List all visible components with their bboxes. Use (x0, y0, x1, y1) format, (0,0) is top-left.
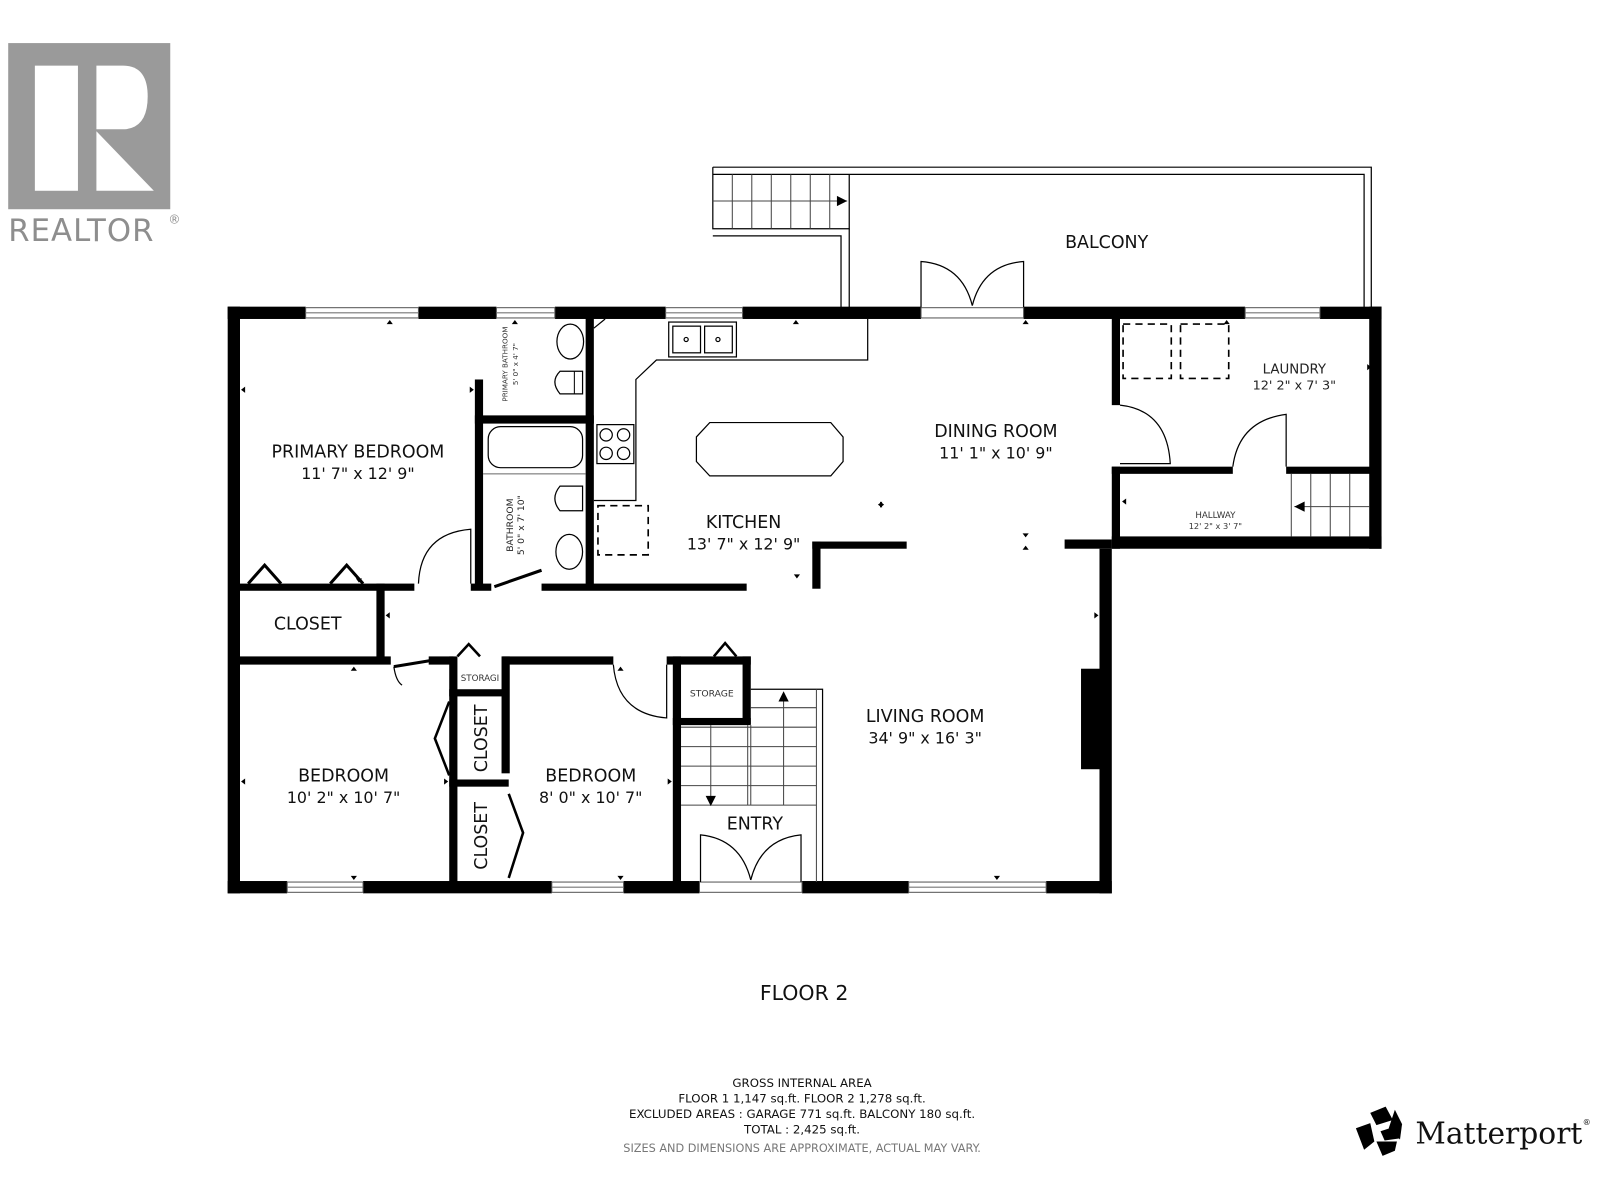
bathtub-icon (487, 426, 584, 469)
room-dims-dining-room: 11' 1" x 10' 9" (939, 443, 1053, 462)
toilet-icon (554, 370, 584, 395)
closet-bifold-door[interactable] (329, 562, 365, 585)
room-label-bathroom: BATHROOM (505, 498, 516, 551)
room-label-bedroom-middle: BEDROOM (545, 767, 636, 787)
room-dims-living-room: 34' 9" x 16' 3" (868, 729, 982, 748)
laundry-door[interactable] (1119, 404, 1171, 465)
realtor-logo: REALTOR ® (8, 43, 181, 249)
washer-placeholder (1122, 323, 1173, 380)
room-laundry: LAUNDRY 12' 2" x 7' 3" (1119, 323, 1336, 467)
room-label-storage: STORAGE (690, 688, 734, 699)
closet-bifold-door[interactable] (247, 562, 283, 585)
room-label-closet-upper: CLOSET (472, 704, 492, 772)
room-label-hallway: HALLWAY (1195, 511, 1236, 521)
room-label-bedroom-left: BEDROOM (298, 767, 389, 787)
room-dims-bedroom-middle: 8' 0" x 10' 7" (539, 788, 642, 807)
stair-down-arrow-icon (705, 795, 716, 807)
realtor-wordmark: REALTOR (8, 213, 154, 249)
room-dims-kitchen: 13' 7" x 12' 9" (687, 535, 801, 554)
room-dining: DINING ROOM 11' 1" x 10' 9" (934, 422, 1057, 463)
area-excluded: EXCLUDED AREAS : GARAGE 771 sq.ft. BALCO… (629, 1107, 975, 1121)
room-label-closet: CLOSET (274, 615, 342, 635)
area-total: TOTAL : 2,425 sq.ft. (743, 1122, 860, 1136)
room-label-dining-room: DINING ROOM (934, 422, 1057, 442)
stair-arrow-icon (1294, 501, 1305, 512)
room-label-primary-bathroom: PRIMARY BATHROOM (501, 327, 510, 402)
room-primary-bedroom: PRIMARY BEDROOM 11' 7" x 12' 9" (247, 442, 472, 585)
matterport-wordmark: Matterport (1415, 1117, 1582, 1152)
stove-icon (596, 424, 635, 465)
room-dims-laundry: 12' 2" x 7' 3" (1253, 379, 1336, 394)
room-primary-bathroom: PRIMARY BATHROOM 5' 0" x 4' 7" (501, 323, 585, 402)
stair-up-arrow-icon (778, 691, 789, 702)
room-label-kitchen: KITCHEN (706, 513, 782, 533)
hallway-door[interactable] (1232, 413, 1287, 467)
area-title: GROSS INTERNAL AREA (732, 1076, 871, 1090)
entry-double-door[interactable] (699, 834, 802, 883)
exterior-walls (227, 306, 1382, 894)
bathroom-door[interactable] (493, 568, 543, 589)
fireplace (1081, 668, 1104, 770)
dimension-markers (241, 320, 1372, 880)
realtor-registered-mark: ® (168, 213, 180, 227)
hallway-stairs (1290, 473, 1370, 537)
room-bedroom-left: BEDROOM 10' 2" x 10' 7" (287, 656, 444, 807)
kitchen-sink-icon (668, 321, 738, 358)
room-closet-main: CLOSET (274, 615, 342, 635)
sink-icon (555, 533, 584, 570)
bedroom-middle-door[interactable] (612, 664, 668, 719)
bedroom-left-door[interactable] (393, 656, 444, 669)
closet-bifold-door[interactable] (433, 701, 451, 776)
room-label-laundry: LAUNDRY (1263, 362, 1327, 377)
room-dims-hallway: 12' 2" x 3' 7" (1189, 521, 1242, 531)
kitchen-island (695, 421, 844, 477)
room-label-primary-bedroom: PRIMARY BEDROOM (272, 442, 445, 462)
room-storage: STORAGE (690, 641, 738, 699)
room-hallway: HALLWAY 12' 2" x 3' 7" (1189, 473, 1370, 537)
main-stairs (681, 688, 824, 883)
area-disclaimer: SIZES AND DIMENSIONS ARE APPROXIMATE, AC… (623, 1142, 981, 1155)
room-dims-bathroom: 5' 0" x 7' 10" (516, 495, 527, 555)
fridge-placeholder (597, 504, 650, 556)
stair-arrow-icon (836, 195, 848, 207)
room-living: LIVING ROOM 34' 9" x 16' 3" (866, 707, 985, 748)
room-label-entry: ENTRY (727, 815, 784, 835)
room-closet-upper: CLOSET (433, 701, 492, 776)
sink-icon (556, 323, 585, 360)
matterport-logo: Matterport ® (1355, 1106, 1591, 1156)
room-dims-primary-bedroom: 11' 7" x 12' 9" (301, 464, 415, 483)
area-summary: GROSS INTERNAL AREA FLOOR 1 1,147 sq.ft.… (623, 1076, 981, 1155)
dryer-placeholder (1179, 323, 1230, 380)
primary-bedroom-door[interactable] (417, 528, 472, 584)
room-dims-bedroom-left: 10' 2" x 10' 7" (287, 788, 401, 807)
room-kitchen: KITCHEN 13' 7" x 12' 9" (593, 318, 869, 556)
room-label-closet-lower: CLOSET (472, 802, 492, 870)
room-entry: ENTRY (699, 815, 802, 883)
room-label-living-room: LIVING ROOM (866, 707, 985, 727)
windows (286, 307, 1321, 893)
room-bathroom: BATHROOM 5' 0" x 7' 10" (483, 426, 586, 589)
toilet-icon (554, 485, 584, 512)
floor-label: FLOOR 2 (760, 981, 849, 1005)
area-floors: FLOOR 1 1,147 sq.ft. FLOOR 2 1,278 sq.ft… (678, 1092, 925, 1106)
balcony-double-door[interactable] (920, 260, 1025, 308)
matterport-icon (1355, 1106, 1403, 1156)
matterport-registered-mark: ® (1583, 1117, 1591, 1127)
room-label-storage-small: STORAGI (461, 674, 500, 684)
room-dims-primary-bathroom: 5' 0" x 4' 7" (511, 343, 520, 385)
closet-bifold-door[interactable] (507, 793, 525, 879)
interior-walls (240, 312, 1379, 893)
room-bedroom-middle: BEDROOM 8' 0" x 10' 7" (539, 664, 668, 807)
room-label-balcony: BALCONY (1065, 233, 1148, 253)
balcony: BALCONY (712, 166, 1372, 308)
room-storage-small: STORAGI (456, 642, 500, 684)
room-closet-lower: CLOSET (472, 793, 525, 879)
